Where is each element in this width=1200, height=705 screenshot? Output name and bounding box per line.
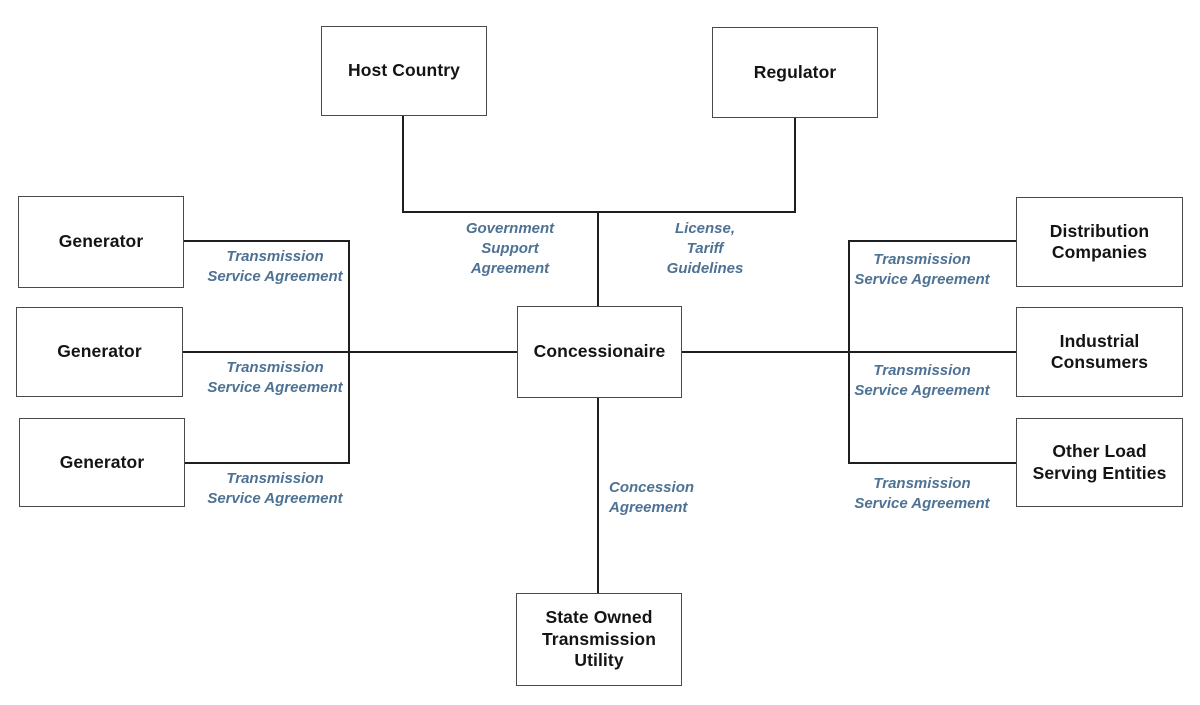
edge-label-tsa-left-1: Transmission Service Agreement: [207, 248, 343, 285]
edge-label-government-support-agreement: Government Support Agreement: [465, 220, 555, 277]
connector-generator1-horizontal: [184, 240, 350, 242]
node-industrial-consumers: Industrial Consumers: [1016, 307, 1183, 397]
node-state-owned-transmission-utility-label: State Owned Transmission Utility: [541, 607, 657, 671]
connector-generator3-horizontal: [184, 462, 350, 464]
node-state-owned-transmission-utility: State Owned Transmission Utility: [516, 593, 682, 686]
node-regulator-label: Regulator: [753, 61, 837, 82]
node-generator-2: Generator: [16, 307, 183, 397]
node-host-country-label: Host Country: [347, 60, 461, 81]
connector-top-horizontal: [402, 211, 796, 213]
connector-industrial-horizontal: [681, 351, 1017, 353]
edge-label-license-tariff-guidelines: License, Tariff Guidelines: [666, 220, 744, 277]
node-regulator: Regulator: [712, 27, 878, 118]
connector-center-lower-vertical: [597, 397, 599, 594]
edge-label-tsa-left-2: Transmission Service Agreement: [207, 359, 343, 396]
connector-regulator-vertical: [794, 118, 796, 212]
node-distribution-companies: Distribution Companies: [1016, 197, 1183, 287]
connector-generator2-horizontal: [183, 351, 518, 353]
node-concessionaire-label: Concessionaire: [533, 341, 666, 362]
node-host-country: Host Country: [321, 26, 487, 116]
node-generator-1-label: Generator: [58, 231, 144, 252]
edge-label-tsa-right-2: Transmission Service Agreement: [854, 362, 990, 399]
node-distribution-companies-label: Distribution Companies: [1049, 220, 1150, 262]
edge-label-tsa-left-3: Transmission Service Agreement: [207, 470, 343, 507]
node-concessionaire: Concessionaire: [517, 306, 682, 398]
connector-distribution-horizontal: [848, 240, 1017, 242]
connector-other-load-horizontal: [848, 462, 1017, 464]
node-generator-1: Generator: [18, 196, 184, 288]
node-generator-2-label: Generator: [57, 341, 142, 362]
connector-center-upper-vertical: [597, 211, 599, 307]
node-generator-3-label: Generator: [59, 451, 145, 472]
node-other-load-serving-entities-label: Other Load Serving Entities: [1032, 441, 1167, 483]
node-industrial-consumers-label: Industrial Consumers: [1050, 330, 1149, 372]
connector-host-country-vertical: [402, 116, 404, 212]
edge-label-concession-agreement: Concession Agreement: [609, 479, 695, 516]
edge-label-tsa-right-3: Transmission Service Agreement: [854, 475, 990, 512]
edge-label-tsa-right-1: Transmission Service Agreement: [854, 251, 990, 288]
node-other-load-serving-entities: Other Load Serving Entities: [1016, 418, 1183, 507]
node-generator-3: Generator: [19, 418, 185, 507]
